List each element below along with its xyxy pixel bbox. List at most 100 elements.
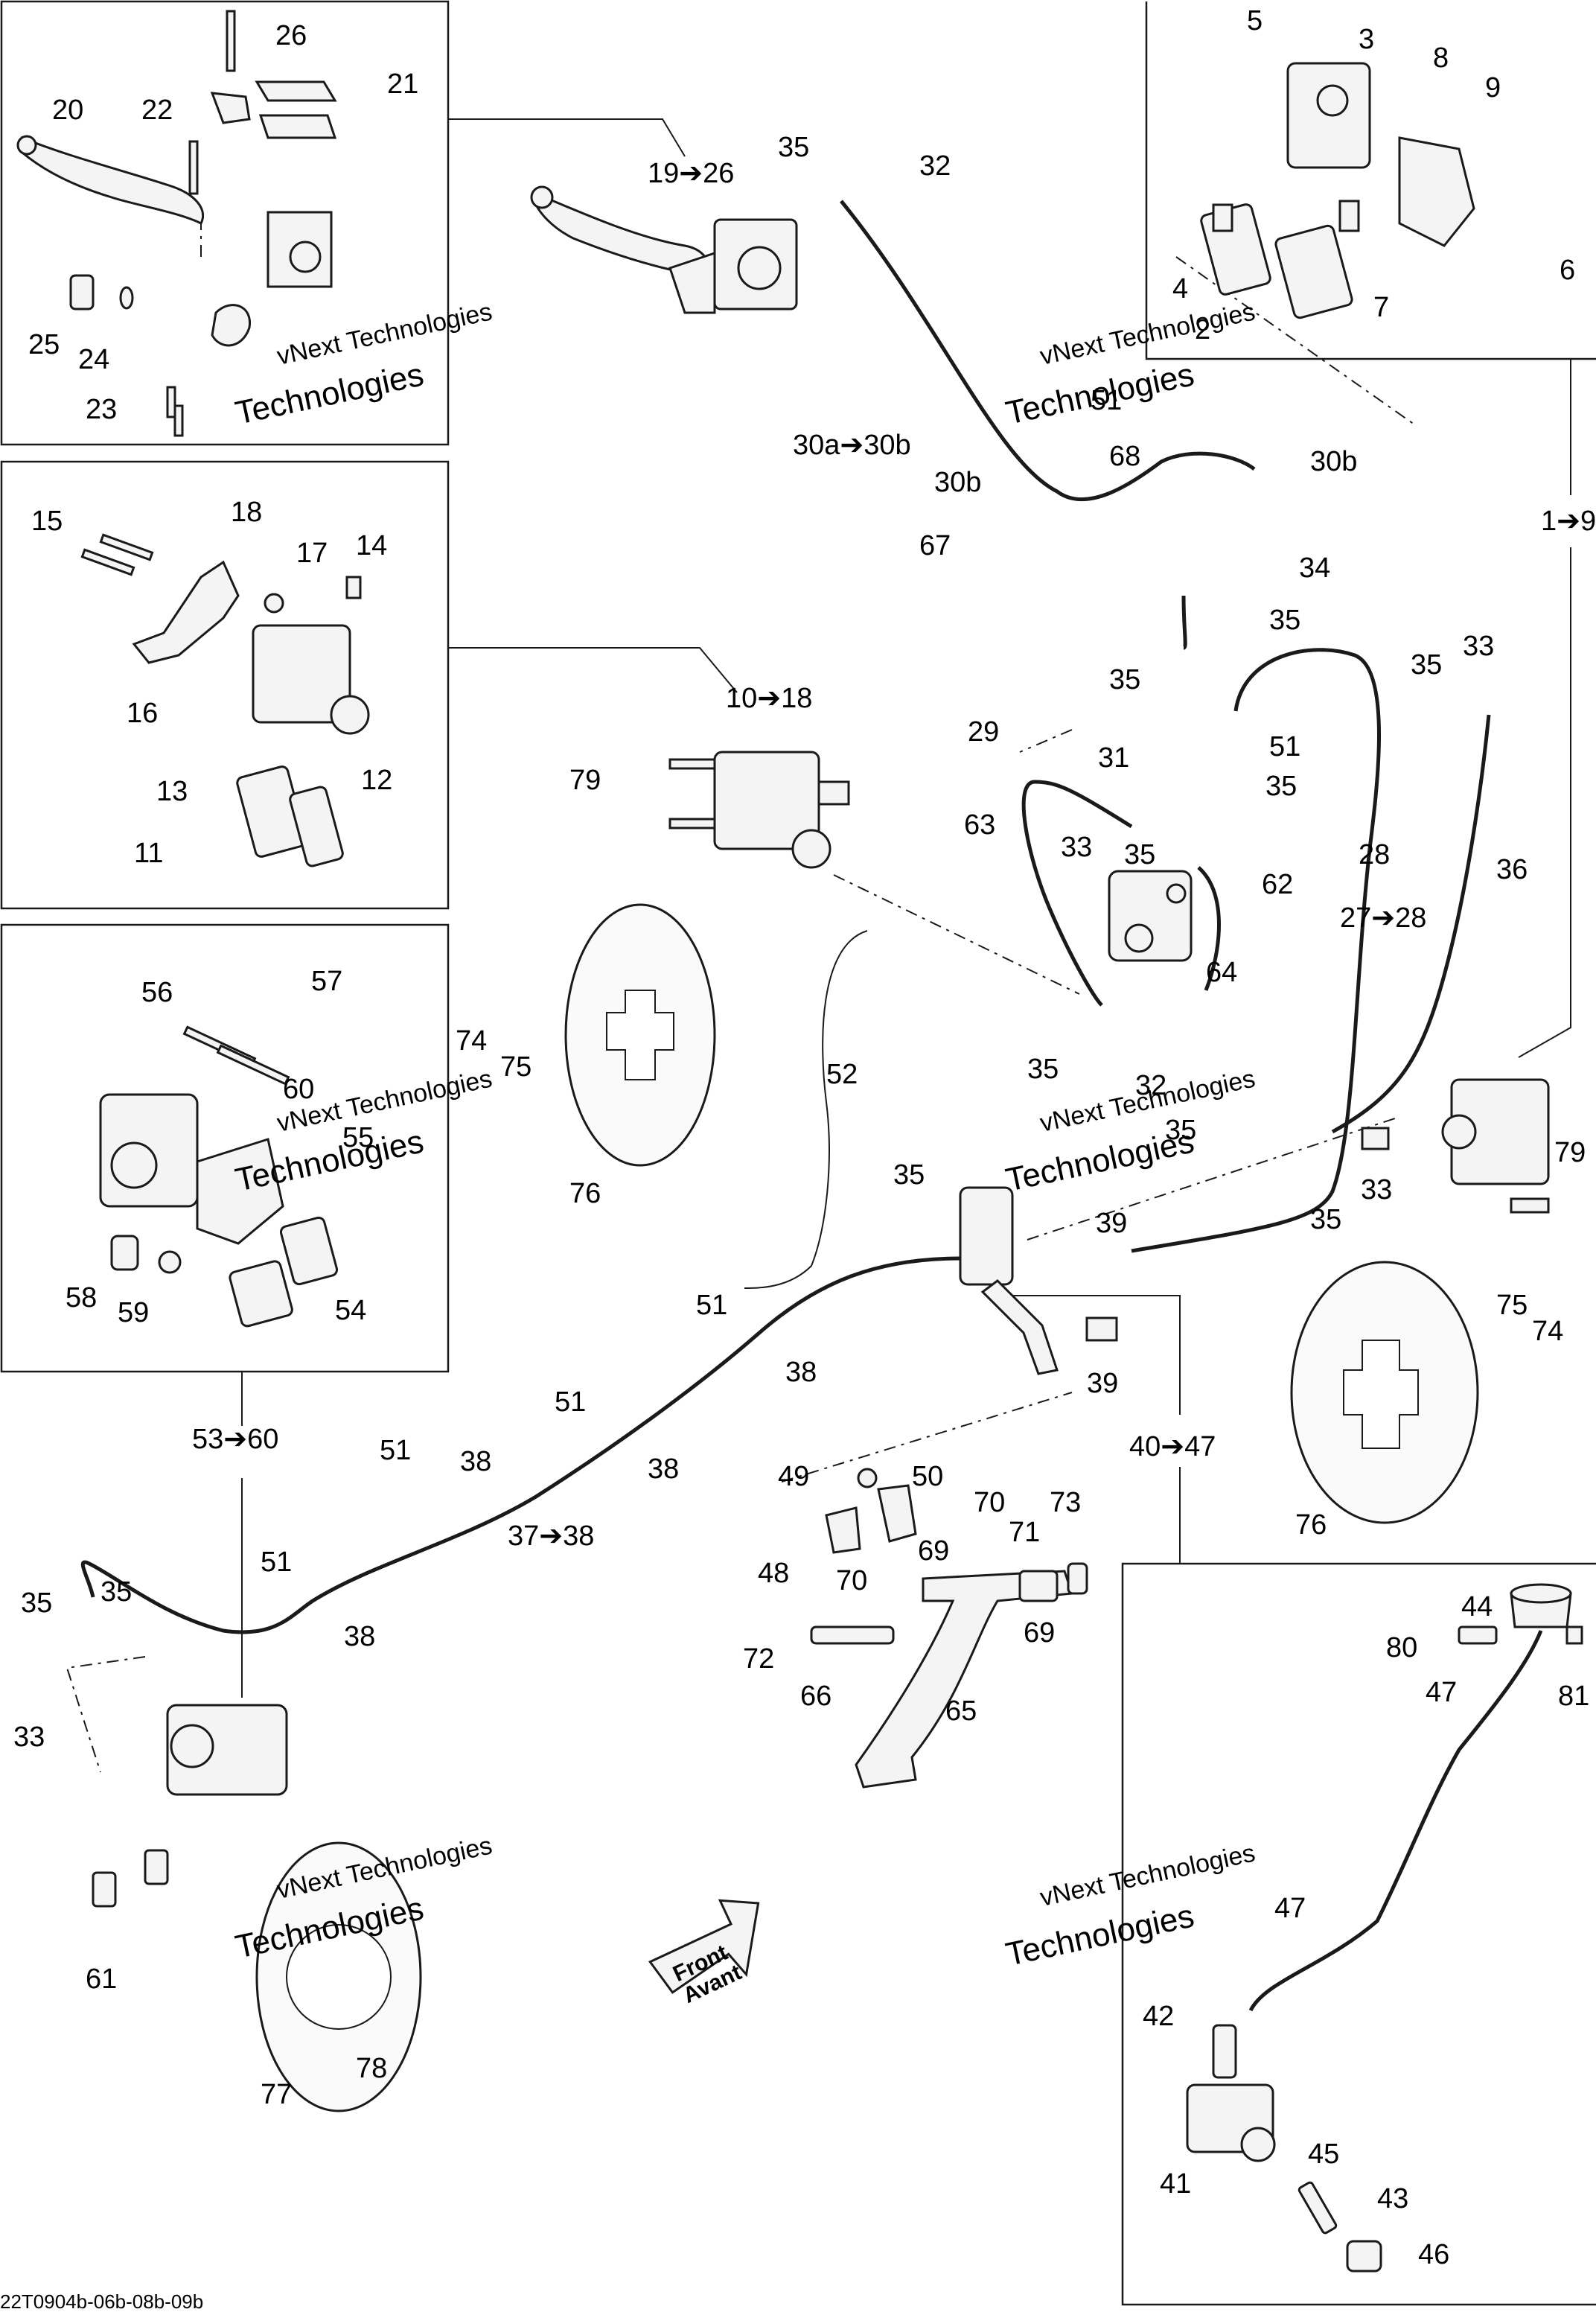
- ref-27-28: 27➔28: [1340, 902, 1426, 934]
- label-30b-b: 30b: [1310, 446, 1357, 477]
- label-76a: 76: [569, 1178, 601, 1209]
- inset-foot-master-cylinder: [1121, 1562, 1596, 2306]
- ref-37-38: 37➔38: [508, 1520, 594, 1552]
- caliper-53-60: [99, 1025, 339, 1328]
- label-9: 9: [1485, 72, 1501, 104]
- inset-front-left-caliper: [0, 460, 450, 910]
- label-34: 34: [1299, 552, 1330, 584]
- inset-handlebar-master-cylinder: [0, 0, 450, 446]
- label-2: 2: [1195, 314, 1210, 345]
- brake-pedal-65: [810, 1468, 1088, 1789]
- caliper-11-18: [80, 533, 370, 867]
- label-69a: 69: [918, 1535, 949, 1567]
- label-4: 4: [1172, 273, 1188, 305]
- label-75a: 75: [500, 1051, 532, 1083]
- label-41: 41: [1160, 2168, 1191, 2200]
- brake-hoses: [80, 200, 1543, 2012]
- connector-lines: [66, 118, 1571, 1773]
- foot-master-cylinder-parts: [1186, 1583, 1583, 2273]
- label-51f: 51: [261, 1547, 292, 1578]
- label-75b: 75: [1496, 1290, 1528, 1321]
- label-39b: 39: [1087, 1368, 1118, 1399]
- caliper-61: [92, 1704, 288, 1908]
- label-6: 6: [1560, 255, 1575, 286]
- label-35i: 35: [893, 1159, 925, 1191]
- screw-22b: [188, 140, 199, 195]
- label-13: 13: [156, 776, 188, 807]
- distribution-block-62: [1108, 870, 1193, 962]
- label-35a: 35: [778, 132, 809, 163]
- ref-30a-30b: 30a➔30b: [793, 430, 911, 461]
- label-39a: 39: [1096, 1208, 1127, 1239]
- label-74b: 74: [1532, 1316, 1563, 1347]
- label-58: 58: [66, 1282, 97, 1313]
- label-33a: 33: [1463, 631, 1494, 662]
- label-71: 71: [1009, 1517, 1040, 1548]
- label-64: 64: [1206, 957, 1237, 988]
- label-33c: 33: [13, 1722, 45, 1753]
- label-81: 81: [1558, 1681, 1589, 1712]
- label-30b-a: 30b: [934, 467, 981, 498]
- hose-30a-30b: [840, 200, 1256, 501]
- label-80: 80: [1386, 1632, 1417, 1663]
- label-51e: 51: [380, 1435, 411, 1466]
- label-35b: 35: [1269, 605, 1300, 636]
- label-76b: 76: [1295, 1509, 1327, 1541]
- label-8: 8: [1433, 42, 1449, 74]
- brake-disc-upper: [564, 903, 716, 1167]
- label-56: 56: [141, 977, 173, 1008]
- label-65: 65: [945, 1695, 977, 1727]
- label-7: 7: [1373, 292, 1389, 323]
- label-33d: 33: [1361, 1174, 1392, 1206]
- ref-1-9: 1➔9: [1541, 506, 1596, 537]
- label-21: 21: [387, 69, 418, 100]
- label-16: 16: [127, 698, 158, 729]
- boot-25: [69, 274, 95, 311]
- label-70a: 70: [974, 1487, 1005, 1518]
- o-ring-24: [119, 286, 134, 310]
- caliper-79: [1361, 1078, 1550, 1214]
- label-51d: 51: [555, 1386, 586, 1418]
- label-61: 61: [86, 1964, 117, 1995]
- label-62: 62: [1262, 869, 1293, 900]
- label-72: 72: [743, 1643, 774, 1675]
- label-68: 68: [1109, 441, 1140, 472]
- label-35j: 35: [21, 1587, 52, 1619]
- watermark-6b: Technologies: [1003, 1897, 1197, 1972]
- label-35h: 35: [1165, 1115, 1196, 1146]
- label-38b: 38: [648, 1453, 679, 1485]
- inset-front-right-caliper: [1145, 1, 1596, 360]
- label-79b: 79: [1554, 1137, 1586, 1168]
- label-59: 59: [118, 1297, 149, 1328]
- master-cylinder-19-26: [530, 185, 798, 314]
- ref-53-60: 53➔60: [192, 1424, 278, 1455]
- label-43: 43: [1377, 2183, 1408, 2214]
- hose-27-28: [1131, 648, 1381, 1253]
- label-38d: 38: [344, 1621, 375, 1652]
- sensor-wire-52: [744, 930, 868, 1289]
- label-12: 12: [361, 765, 392, 796]
- label-17: 17: [296, 538, 328, 569]
- label-57: 57: [311, 966, 342, 997]
- label-42: 42: [1143, 2001, 1174, 2032]
- ref-19-26: 19➔26: [648, 158, 734, 189]
- label-78: 78: [356, 2053, 387, 2084]
- label-32a: 32: [919, 150, 951, 182]
- caliper-10-18: [668, 751, 850, 869]
- bracket-26: [210, 92, 251, 124]
- label-69b: 69: [1024, 1617, 1055, 1649]
- label-31: 31: [1098, 742, 1129, 774]
- label-47b: 47: [1274, 1893, 1306, 1924]
- label-67: 67: [919, 530, 951, 561]
- label-35d: 35: [1411, 649, 1442, 681]
- label-11: 11: [134, 838, 163, 869]
- screw-22: [226, 10, 236, 72]
- brake-switch-39: [959, 1186, 1118, 1375]
- hose-37-38: [80, 1256, 961, 1634]
- label-35f: 35: [1124, 839, 1155, 870]
- label-20: 20: [52, 95, 83, 126]
- brake-lever-20: [21, 136, 205, 226]
- label-74a: 74: [456, 1025, 487, 1057]
